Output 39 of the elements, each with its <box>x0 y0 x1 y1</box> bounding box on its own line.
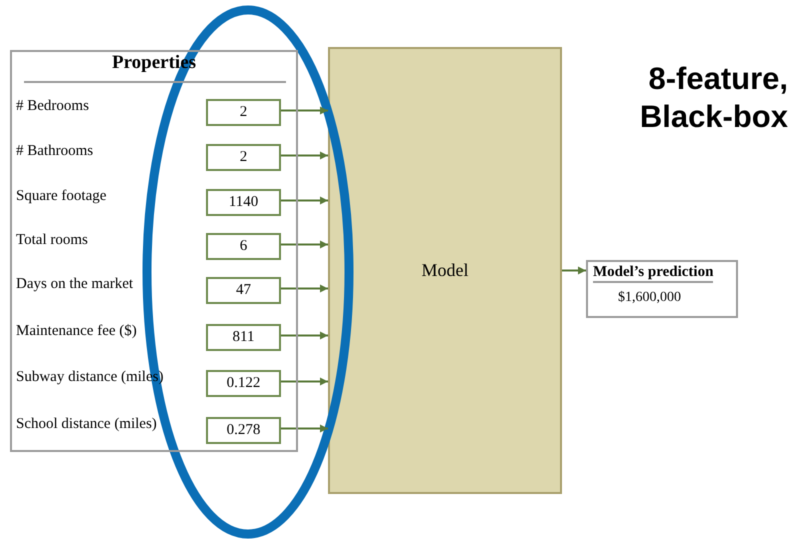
feature-label: Days on the market <box>16 276 134 293</box>
value-text: 47 <box>236 282 251 299</box>
value-text: 6 <box>240 238 248 255</box>
value-box <box>206 417 281 444</box>
feature-label: Maintenance fee ($) <box>16 323 137 340</box>
feature-label: School distance (miles) <box>16 416 157 433</box>
value-text: 0.278 <box>226 422 260 439</box>
arrow <box>279 378 328 386</box>
properties-panel <box>10 50 298 452</box>
model-label: Model <box>422 260 468 281</box>
prediction-box <box>586 260 738 318</box>
arrow <box>562 266 586 274</box>
prediction-value: $1,600,000 <box>618 290 681 306</box>
value-text: 2 <box>240 149 248 166</box>
value-box <box>206 370 281 397</box>
value-text: 811 <box>232 329 254 346</box>
prediction-heading: Model’s prediction <box>593 264 714 283</box>
value-text: 1140 <box>228 194 258 211</box>
arrow <box>279 240 328 248</box>
value-box <box>206 99 281 126</box>
arrow <box>279 152 328 160</box>
feature-label: # Bathrooms <box>16 143 94 160</box>
value-text: 2 <box>240 104 248 121</box>
arrow <box>279 332 328 340</box>
value-box <box>206 189 281 216</box>
model-box <box>328 47 562 494</box>
title: 8-feature, Black-box <box>638 60 788 136</box>
feature-label: # Bedrooms <box>16 98 89 115</box>
arrow <box>279 284 328 292</box>
feature-label: Square footage <box>16 188 106 205</box>
feature-label: Total rooms <box>16 232 88 249</box>
value-box <box>206 277 281 304</box>
value-text: 0.122 <box>226 375 260 392</box>
value-box <box>206 324 281 351</box>
arrow <box>279 106 328 114</box>
arrow <box>279 196 328 204</box>
value-box <box>206 144 281 171</box>
value-box <box>206 233 281 260</box>
arrow <box>279 424 328 432</box>
